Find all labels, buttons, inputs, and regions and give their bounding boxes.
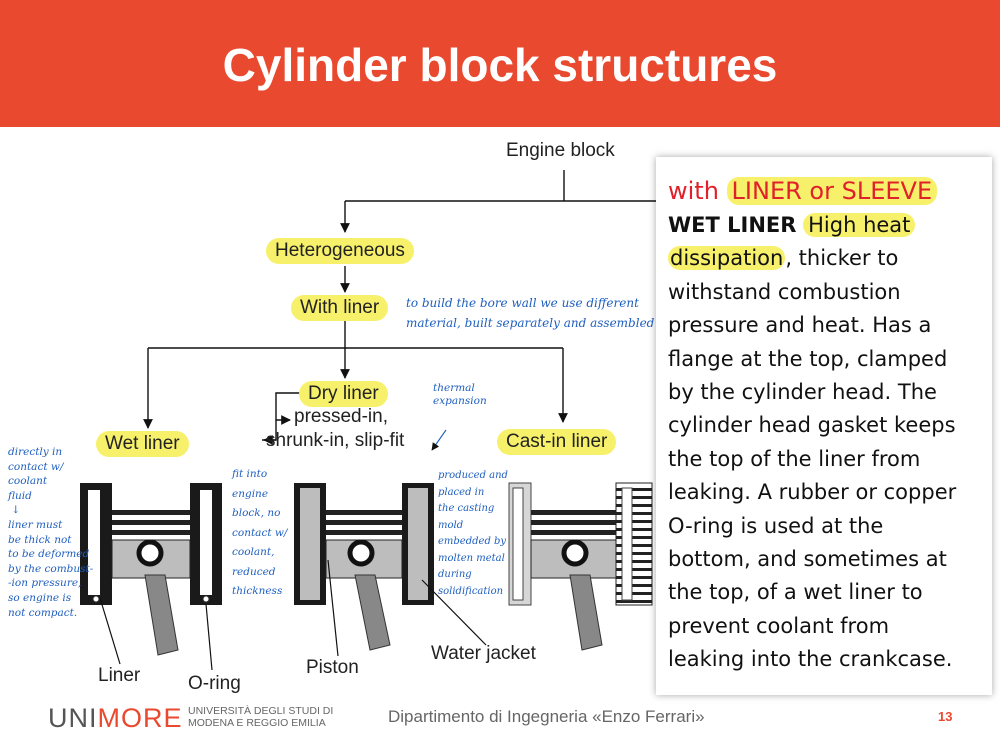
callout-heading-prefix: with [668, 177, 727, 205]
dry-liner-handnote: fit into engine block, no contact w/ coo… [232, 468, 288, 597]
water-jacket-part-label: Water jacket [431, 643, 536, 664]
callout-line: pressure and heat. Has a [668, 313, 932, 338]
wet-liner-label: Wet liner [96, 431, 189, 457]
callout-line-1: , thicker to [785, 246, 899, 271]
callout-heading-highlight: LINER or SLEEVE [726, 177, 938, 205]
callout-line: bottom, and sometimes at [668, 547, 947, 572]
callout-line: the top of the liner from [668, 446, 921, 471]
unimore-logo: UNIMORE [48, 703, 183, 734]
wet-liner-handnote: directly in contact w/ coolant fluid ↓ l… [8, 446, 94, 619]
thermal-handnote: thermal expansion [433, 382, 487, 407]
callout-heading: with LINER or SLEEVE [668, 173, 982, 209]
page-number: 13 [938, 709, 953, 724]
callout-line: O-ring is used at the [668, 513, 884, 538]
callout-line: flange at the top, clamped [668, 346, 948, 371]
callout-line-a: WET LINER High heat [668, 209, 982, 242]
wet-liner-drawing [79, 483, 222, 656]
engine-block-label: Engine block [506, 140, 615, 161]
piston-part-label: Piston [306, 657, 359, 678]
with-liner-label: With liner [291, 295, 389, 321]
callout-line: the top, of a wet liner to [668, 580, 923, 605]
heterogeneous-label: Heterogeneous [266, 238, 414, 264]
dry-liner-drawing [293, 483, 434, 651]
dry-liner-label: Dry liner [299, 381, 388, 407]
dry-liner-sub-1: pressed-in, [294, 406, 388, 427]
department-name: Dipartimento di Ingegneria «Enzo Ferrari… [388, 707, 705, 726]
liner-part-label: Liner [98, 665, 141, 686]
callout-bold-lead: WET LINER [668, 213, 797, 237]
logo-part-a: UNI [48, 703, 98, 733]
callout-line: withstand combustion [668, 279, 901, 304]
cast-in-liner-drawing [508, 482, 653, 651]
wet-liner-callout: with LINER or SLEEVE WET LINER High heat… [656, 157, 992, 695]
with-liner-handnote: to build the bore wall we use different … [406, 296, 655, 330]
callout-line: cylinder head gasket keeps [668, 413, 956, 438]
tree-connectors [143, 170, 656, 445]
callout-line: leaking. A rubber or copper [668, 480, 957, 505]
callout-line: leaking into the crankcase. [668, 647, 953, 672]
logo-part-b: MORE [97, 703, 183, 733]
university-line-2: MODENA E REGGIO EMILIA [188, 717, 326, 729]
callout-highlight-2: dissipation [668, 246, 786, 271]
callout-line-b: dissipation, thicker to [668, 242, 982, 275]
title-bar [0, 0, 1000, 127]
cast-in-liner-label: Cast-in liner [497, 429, 617, 455]
callout-line: by the cylinder head. The [668, 380, 937, 405]
cast-in-handnote: produced and placed in the casting mold … [438, 470, 508, 597]
dry-liner-sub-2: shrunk-in, slip-fit [266, 430, 405, 451]
engine-diagram [79, 170, 656, 671]
callout-line: prevent coolant from [668, 613, 890, 638]
callout-highlight-1: High heat [803, 213, 916, 237]
university-line-1: UNIVERSITÀ DEGLI STUDI DI [188, 705, 334, 717]
slide-title: Cylinder block structures [222, 39, 778, 91]
oring-part-label: O-ring [188, 673, 241, 694]
